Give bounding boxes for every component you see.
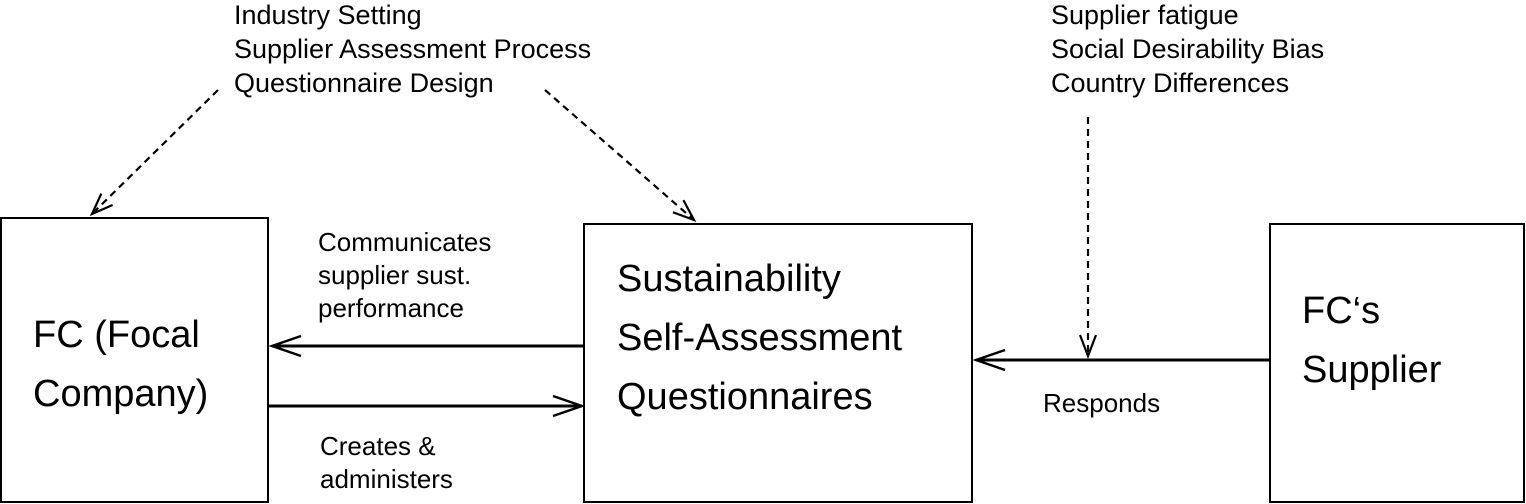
supplier-label-line: FC‘s bbox=[1302, 290, 1381, 332]
context-left-line: Industry Setting bbox=[234, 0, 422, 30]
dashed-arrow-to-ssaq bbox=[544, 89, 694, 220]
fc-label-line: FC (Focal bbox=[33, 314, 200, 356]
context-left-line: Questionnaire Design bbox=[234, 68, 494, 98]
creates-label-line: administers bbox=[320, 464, 453, 494]
supplier-box-label: FC‘s Supplier bbox=[1302, 282, 1441, 400]
communicates-label: Communicates supplier sust. performance bbox=[318, 226, 491, 325]
dashed-arrow-to-fc bbox=[92, 89, 219, 214]
context-right-line: Social Desirability Bias bbox=[1051, 34, 1325, 64]
supplier-label-line: Supplier bbox=[1302, 349, 1442, 391]
fc-label-line: Company) bbox=[33, 373, 209, 415]
context-left-line: Supplier Assessment Process bbox=[234, 34, 592, 64]
fc-box bbox=[0, 217, 269, 503]
responds-label-text: Responds bbox=[1043, 388, 1161, 418]
context-right-line: Country Differences bbox=[1051, 68, 1290, 98]
communicates-label-line: Communicates bbox=[318, 227, 492, 257]
ssaq-box bbox=[583, 223, 973, 503]
responds-label: Responds bbox=[1043, 387, 1160, 420]
context-left-factors: Industry Setting Supplier Assessment Pro… bbox=[234, 0, 591, 100]
context-right-line: Supplier fatigue bbox=[1051, 0, 1239, 30]
ssaq-label-line: Questionnaires bbox=[617, 376, 873, 418]
creates-label: Creates & administers bbox=[320, 430, 453, 496]
creates-label-line: Creates & bbox=[320, 431, 436, 461]
ssaq-box-label: Sustainability Self-Assessment Questionn… bbox=[617, 250, 902, 427]
fc-box-label: FC (Focal Company) bbox=[33, 306, 208, 424]
ssaq-label-line: Sustainability bbox=[617, 258, 841, 300]
supplier-box bbox=[1269, 223, 1525, 503]
context-right-factors: Supplier fatigue Social Desirability Bia… bbox=[1051, 0, 1324, 100]
communicates-label-line: supplier sust. bbox=[318, 260, 472, 290]
communicates-label-line: performance bbox=[318, 293, 464, 323]
ssaq-label-line: Self-Assessment bbox=[617, 317, 903, 359]
